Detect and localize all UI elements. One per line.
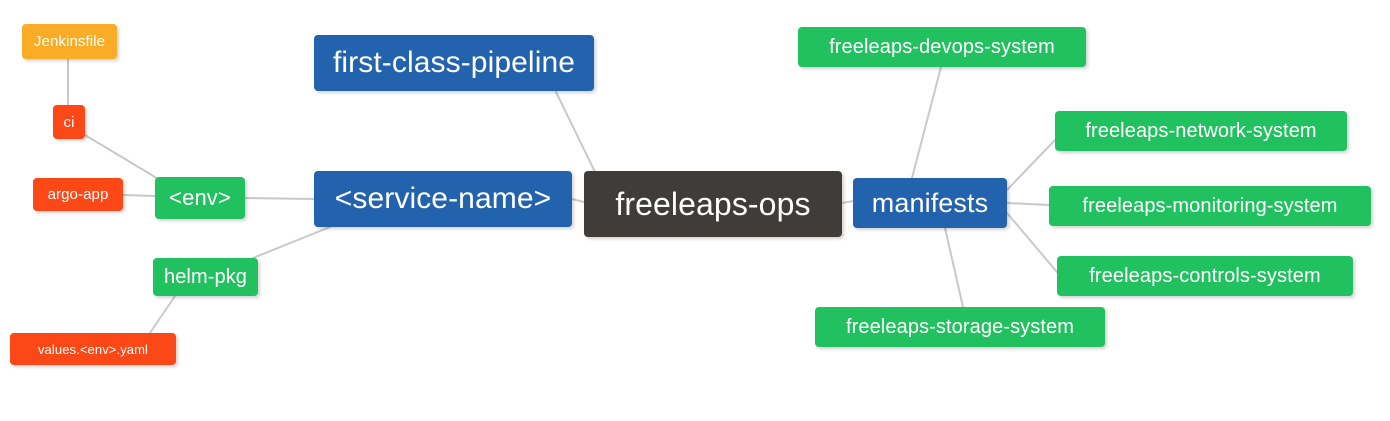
edge-service-to-root [571, 198, 585, 203]
node-controls[interactable]: freeleaps-controls-system [1057, 256, 1353, 296]
node-values[interactable]: values.<env>.yaml [10, 333, 176, 365]
node-monitoring[interactable]: freeleaps-monitoring-system [1049, 186, 1371, 226]
edge-manifests-to-storage [944, 227, 964, 308]
node-ci[interactable]: ci [53, 105, 85, 139]
node-manifests[interactable]: manifests [853, 178, 1007, 228]
edge-ci-to-env [84, 134, 161, 181]
node-devops[interactable]: freeleaps-devops-system [798, 27, 1086, 67]
node-pipeline[interactable]: first-class-pipeline [314, 35, 594, 91]
edge-manifests-to-controls [1006, 212, 1058, 273]
edge-helm-to-service [252, 226, 331, 259]
node-argo[interactable]: argo-app [33, 178, 123, 211]
node-jenkinsfile[interactable]: Jenkinsfile [22, 24, 117, 59]
node-env[interactable]: <env> [155, 177, 245, 219]
edge-manifests-to-monitoring [1006, 202, 1050, 206]
edge-values-to-helm [149, 295, 176, 334]
edge-manifests-to-network [1006, 139, 1056, 191]
node-storage[interactable]: freeleaps-storage-system [815, 307, 1105, 347]
node-root[interactable]: freeleaps-ops [584, 171, 842, 237]
edge-manifests-to-devops [911, 66, 942, 179]
edge-pipeline-to-root [555, 91, 597, 175]
node-helm[interactable]: helm-pkg [153, 258, 258, 296]
edge-root-to-manifests [841, 200, 854, 204]
node-service[interactable]: <service-name> [314, 171, 572, 227]
edge-argo-to-env [122, 194, 156, 197]
node-network[interactable]: freeleaps-network-system [1055, 111, 1347, 151]
edge-env-to-service [244, 197, 315, 200]
